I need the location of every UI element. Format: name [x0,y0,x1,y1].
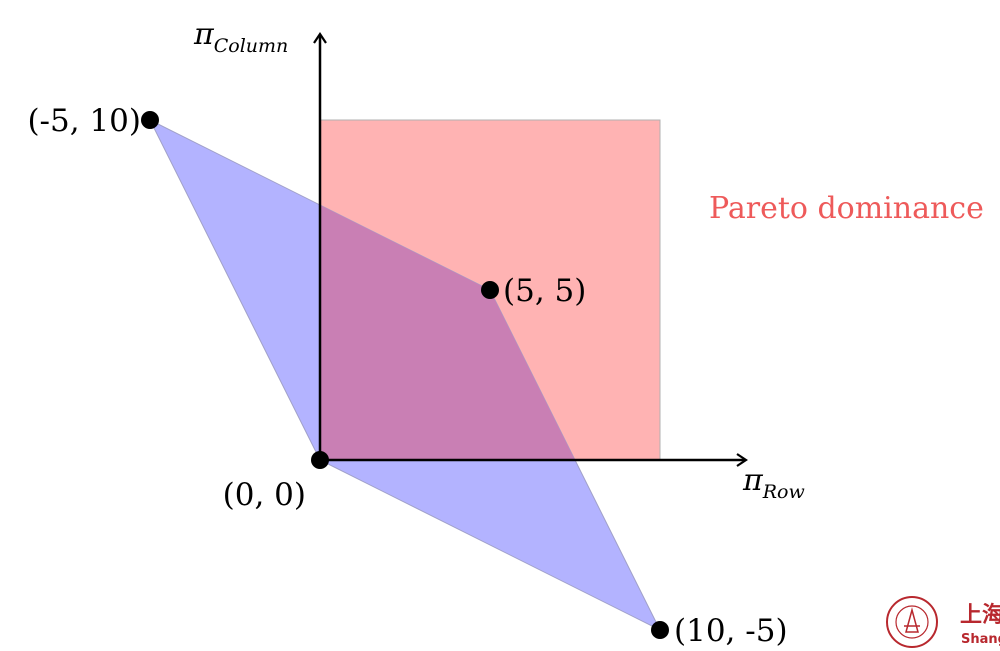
payoff-point-label: (0, 0) [223,477,306,513]
logo-english-text: Shang [961,632,1000,647]
logo-seal-inner-icon [895,605,929,639]
payoff-point-label: (5, 5) [503,273,586,309]
logo-seal-emblem-icon [904,607,920,633]
university-logo: 上海 Shang [886,596,1000,648]
payoff-points: (-5, 10) (5, 5) (0, 0) (10, -5) [27,103,787,649]
logo-seal-icon [886,596,938,648]
x-axis [320,453,748,467]
payoff-point-label: (-5, 10) [27,103,141,139]
payoff-point-dot [311,451,329,469]
y-axis-label: πColumn [193,17,288,57]
payoff-point-label: (10, -5) [674,613,788,649]
payoff-point-dot [141,111,159,129]
y-axis [313,32,327,460]
payoff-point-dot [481,281,499,299]
x-axis-label: πRow [742,463,805,503]
pareto-dominance-label: Pareto dominance [709,191,984,226]
overlap-region [320,205,575,460]
logo-chinese-text: 上海 [960,602,1000,628]
payoff-point-dot [651,621,669,639]
